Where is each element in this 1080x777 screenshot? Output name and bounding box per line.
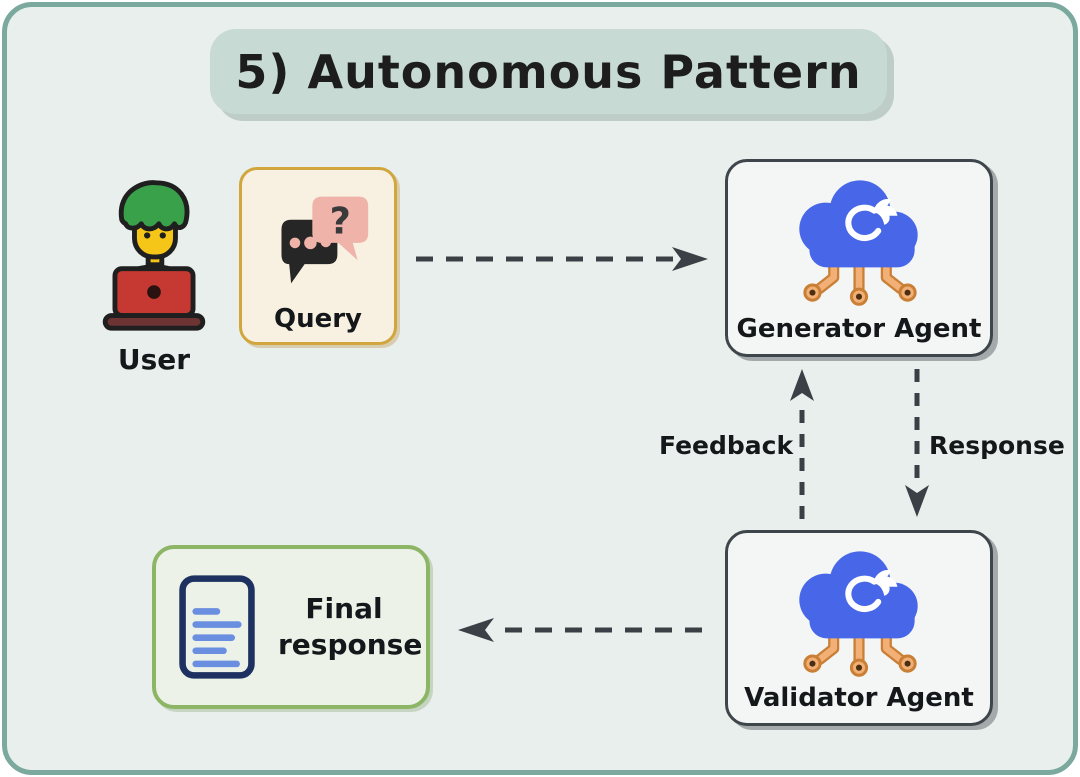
final-response-label: Final response	[278, 591, 423, 661]
query-label: Query	[273, 304, 363, 334]
validator-agent-label: Validator Agent	[744, 683, 974, 713]
person-at-laptop-icon	[102, 180, 206, 331]
node-generator-agent: Generator Agent	[725, 159, 993, 357]
query-to-generator-arrow	[416, 247, 708, 271]
chat-bubbles-icon: ?	[281, 196, 369, 284]
node-query: ? Query	[239, 167, 397, 345]
node-user: User	[91, 173, 217, 376]
question-mark-glyph: ?	[330, 199, 351, 242]
response-arrow	[905, 369, 929, 517]
response-label: Response	[929, 431, 1065, 460]
user-label: User	[117, 343, 191, 376]
ai-cloud-whale-icon	[799, 180, 918, 306]
diagram-title-pill: 5) Autonomous Pattern	[210, 29, 887, 114]
feedback-label: Feedback	[659, 431, 794, 460]
whale-logo-icon	[845, 204, 882, 242]
feedback-arrow	[790, 369, 814, 519]
node-validator-agent: Validator Agent	[725, 530, 993, 726]
generator-agent-label: Generator Agent	[736, 314, 982, 344]
ai-cloud-whale-icon	[799, 551, 918, 677]
whale-logo-icon	[845, 575, 882, 613]
node-final-response: Final response	[152, 545, 430, 709]
diagram-title: 5) Autonomous Pattern	[235, 44, 862, 99]
validator-to-final-arrow	[458, 618, 702, 642]
document-icon	[179, 575, 255, 679]
